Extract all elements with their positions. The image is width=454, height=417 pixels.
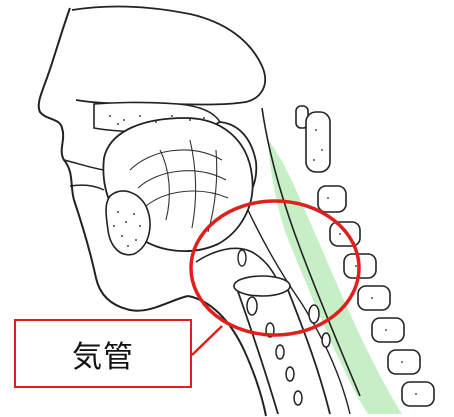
trachea-callout-box: 気管 <box>14 319 192 388</box>
trachea-label: 気管 <box>72 332 134 376</box>
hyoid-bone <box>238 250 246 266</box>
callout-leader-line <box>192 326 222 355</box>
larynx-opening <box>234 276 290 296</box>
trachea-highlight-circle <box>191 201 359 335</box>
nasal-cavity-contour <box>72 7 265 105</box>
